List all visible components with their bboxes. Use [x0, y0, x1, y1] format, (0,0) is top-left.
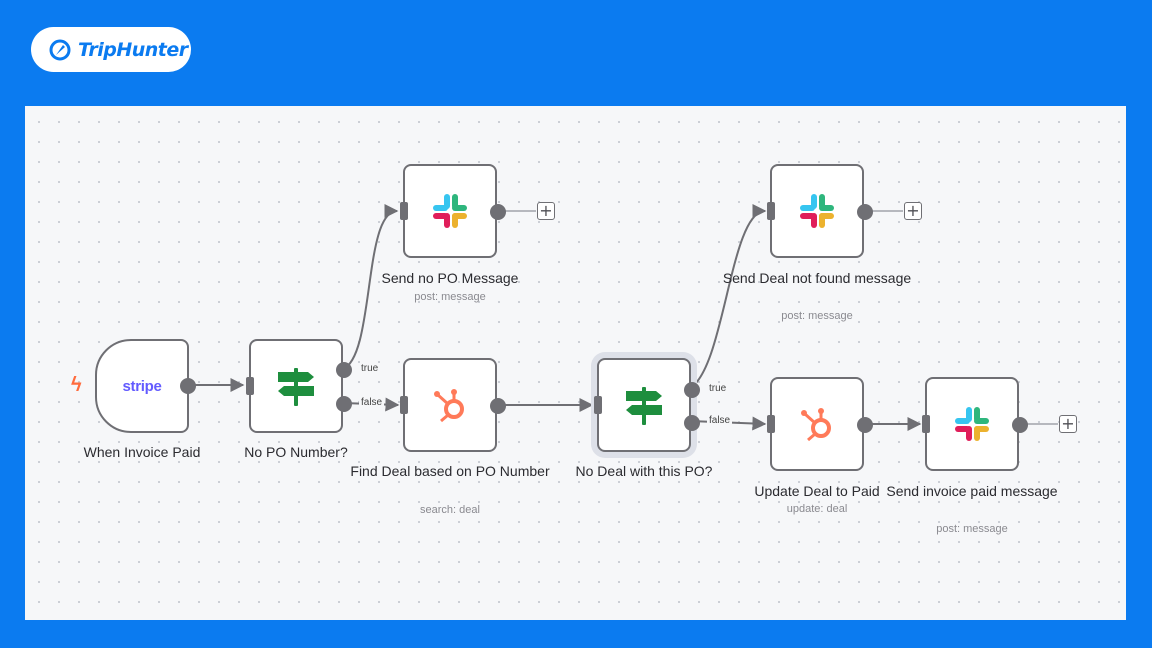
output-handle[interactable] — [857, 417, 873, 433]
node-subtitle-slack-paid: post: message — [936, 523, 1008, 535]
output-handle[interactable] — [857, 204, 873, 220]
node-slack-no-po[interactable] — [400, 164, 506, 258]
stripe-icon: stripe — [122, 377, 162, 395]
add-node-button[interactable]: + — [537, 202, 555, 220]
output-handle-true[interactable] — [336, 362, 352, 378]
edge-label-true: true — [359, 363, 381, 375]
input-handle[interactable] — [922, 415, 930, 433]
node-title-hubspot-update: Update Deal to Paid — [754, 483, 880, 499]
node-subtitle-hubspot-find: search: deal — [420, 504, 480, 516]
node-title-if-deal: No Deal with this PO? — [575, 463, 713, 479]
add-node-button[interactable]: + — [1059, 415, 1077, 433]
signpost-icon — [278, 368, 314, 406]
node-title-if-po: No PO Number? — [244, 444, 348, 460]
input-handle[interactable] — [400, 202, 408, 220]
input-handle[interactable] — [246, 377, 254, 395]
output-handle-false[interactable] — [684, 415, 700, 431]
brand-name: TripHunter — [78, 38, 188, 61]
trigger-bolt-icon: ϟ — [71, 374, 82, 396]
brand-logo: TripHunter — [31, 27, 191, 72]
node-hubspot-update[interactable] — [767, 377, 873, 471]
input-handle[interactable] — [594, 396, 602, 414]
node-if-deal[interactable] — [594, 358, 700, 452]
edge-label-true: true — [707, 383, 729, 395]
node-if-po[interactable] — [246, 339, 352, 433]
slack-icon — [433, 194, 467, 228]
node-slack-not-found[interactable] — [767, 164, 873, 258]
node-subtitle-slack-no-po: post: message — [414, 291, 486, 303]
edge-label-false: false — [707, 415, 733, 427]
output-handle[interactable] — [180, 378, 196, 394]
input-handle[interactable] — [400, 396, 408, 414]
output-handle-false[interactable] — [336, 396, 352, 412]
node-title-slack-paid: Send invoice paid message — [886, 483, 1058, 499]
logo-mark-icon — [49, 39, 71, 60]
edge-label-false: false — [359, 397, 385, 409]
edge-if2-true-to-slack[interactable] — [689, 204, 767, 389]
add-node-button[interactable]: + — [904, 202, 922, 220]
output-handle-true[interactable] — [684, 382, 700, 398]
output-handle[interactable] — [1012, 417, 1028, 433]
node-subtitle-hubspot-update: update: deal — [786, 503, 848, 515]
edge-if-true-to-slack[interactable] — [342, 204, 399, 370]
node-hubspot-find[interactable] — [400, 358, 506, 452]
node-title-hubspot-find: Find Deal based on PO Number — [350, 463, 550, 479]
edges-layer — [189, 204, 1058, 431]
workflow-canvas[interactable]: ϟ stripe When Invoice Paid No PO Number?… — [25, 106, 1126, 620]
slack-icon — [800, 194, 834, 228]
hubspot-icon — [801, 408, 831, 442]
node-title-slack-no-po: Send no PO Message — [381, 270, 519, 286]
output-handle[interactable] — [490, 204, 506, 220]
output-handle[interactable] — [490, 398, 506, 414]
signpost-icon — [626, 387, 662, 425]
slack-icon — [955, 407, 989, 441]
node-title-slack-not-found: Send Deal not found message — [722, 270, 912, 286]
node-stripe-trigger[interactable]: stripe — [95, 339, 196, 433]
node-slack-paid[interactable] — [922, 377, 1028, 471]
input-handle[interactable] — [767, 202, 775, 220]
node-title-stripe-trigger: When Invoice Paid — [83, 444, 201, 460]
hubspot-icon — [434, 389, 464, 423]
node-subtitle-slack-not-found: post: message — [781, 310, 853, 322]
input-handle[interactable] — [767, 415, 775, 433]
